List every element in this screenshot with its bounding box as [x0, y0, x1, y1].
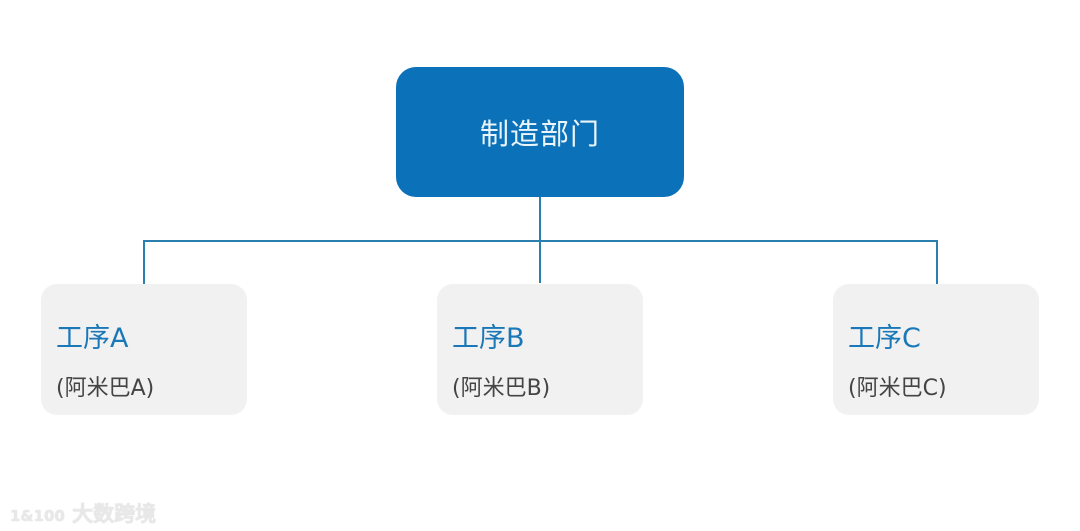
child-title: 工序C	[848, 323, 921, 354]
watermark: 1&100 大数跨境	[10, 498, 156, 528]
connector-a	[143, 240, 145, 284]
connector-c	[936, 240, 938, 284]
child-node-a: 工序A (阿米巴A)	[41, 284, 247, 415]
connector-horizontal	[143, 240, 938, 242]
child-node-c: 工序C (阿米巴C)	[833, 284, 1039, 415]
child-title: 工序A	[56, 323, 129, 354]
watermark-logo-icon: 1&100	[10, 507, 65, 525]
child-subtitle: (阿米巴C)	[848, 376, 947, 401]
child-subtitle: (阿米巴A)	[56, 376, 155, 401]
child-title: 工序B	[452, 323, 525, 354]
child-node-b: 工序B (阿米巴B)	[437, 284, 643, 415]
root-node-manufacturing: 制造部门	[396, 67, 684, 197]
watermark-text: 大数跨境	[72, 502, 157, 526]
root-label: 制造部门	[479, 117, 600, 151]
child-subtitle: (阿米巴B)	[452, 376, 551, 401]
